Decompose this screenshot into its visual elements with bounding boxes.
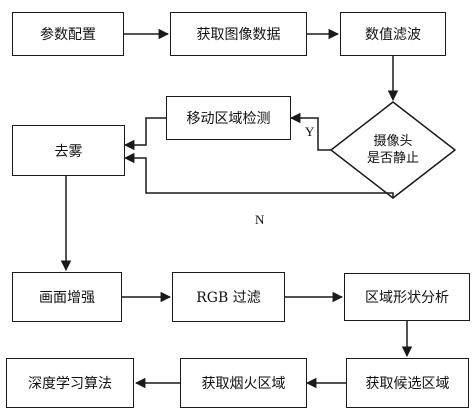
branch-label-yes: Y (305, 124, 315, 139)
node-config: 参数配置 (12, 12, 124, 56)
decision-line-2: 是否静止 (366, 151, 419, 166)
node-get-image: 获取图像数据 (170, 12, 307, 56)
node-dehaze: 去雾 (12, 125, 125, 176)
arrow-decision-no-to-dehaze (123, 152, 394, 198)
decision-label: 摄像头 是否静止 (343, 133, 443, 167)
arrow-motion-to-dehaze (123, 117, 166, 151)
node-deep-learning: 深度学习算法 (6, 358, 134, 408)
node-motion-detection: 移动区域检测 (166, 96, 291, 140)
arrow-decision-yes-to-motion (289, 112, 331, 151)
decision-line-1: 摄像头 (373, 134, 413, 149)
node-candidate-region: 获取候选区域 (346, 358, 469, 408)
node-filter: 数值滤波 (340, 12, 446, 56)
node-smoke-fire-region: 获取烟火区域 (180, 358, 307, 408)
branch-label-no: N (255, 212, 265, 227)
node-rgb-filter: RGB 过滤 (172, 272, 285, 322)
node-shape-analysis: 区域形状分析 (344, 273, 470, 321)
node-enhance: 画面增强 (12, 272, 122, 322)
